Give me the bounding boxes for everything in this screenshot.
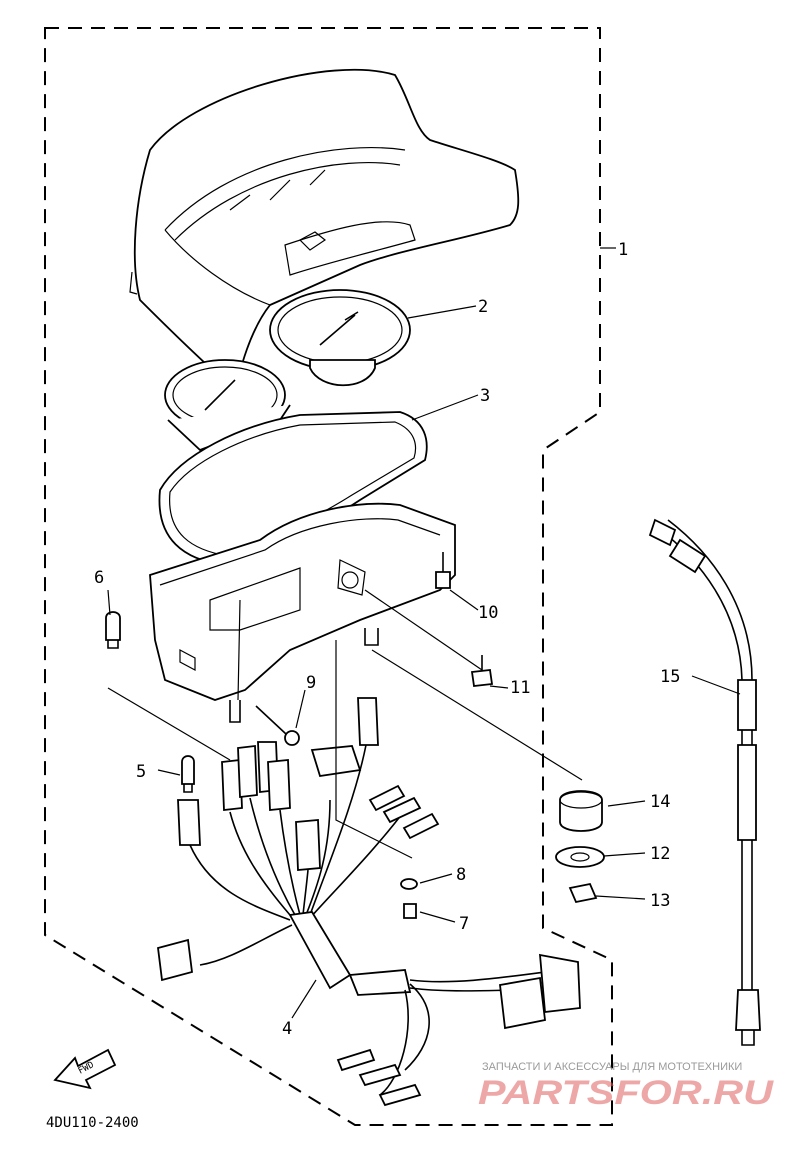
gauge-assembly [164,289,411,494]
screw-10 [435,552,451,589]
callout-5: 5 [136,762,146,782]
diagram-code: 4DU110-2400 [46,1115,139,1131]
callout-4: 4 [282,1019,292,1039]
speedometer-cable [648,518,761,1046]
callout-3: 3 [480,386,490,406]
screw-9 [255,705,300,746]
callout-10: 10 [478,603,498,623]
callout-14: 14 [650,792,670,812]
bulb-5 [181,755,195,793]
callout-13: 13 [650,891,670,911]
front-arrow: FWD [53,1048,117,1090]
bulb-6 [105,611,121,649]
callout-8: 8 [456,865,466,885]
gasket [158,411,428,566]
watermark-brand: PARTSFOR.RU [478,1074,775,1112]
meter-housing [149,502,456,723]
callout-9: 9 [306,673,316,693]
nut-13 [568,882,598,904]
bulb-sockets [177,697,379,871]
washer-12 [555,846,605,868]
leader-lines [107,247,741,1019]
callout-15: 15 [660,667,680,687]
callout-7: 7 [459,914,469,934]
callout-1: 1 [618,240,628,260]
callout-12: 12 [650,844,670,864]
callout-6: 6 [94,568,104,588]
washer-8 [400,878,418,890]
screw-7 [403,903,417,919]
spade-connectors [310,745,440,840]
callout-2: 2 [478,297,488,317]
wire-harness [157,744,581,1107]
grommet-14 [559,790,603,832]
assembly-boundary [44,27,613,1126]
nut-11 [470,655,494,687]
meter-cover [129,68,520,392]
watermark-tagline: ЗАПЧАСТИ И АКСЕССУАРЫ ДЛЯ МОТОТЕХНИКИ [482,1061,742,1073]
callout-11: 11 [510,678,530,698]
